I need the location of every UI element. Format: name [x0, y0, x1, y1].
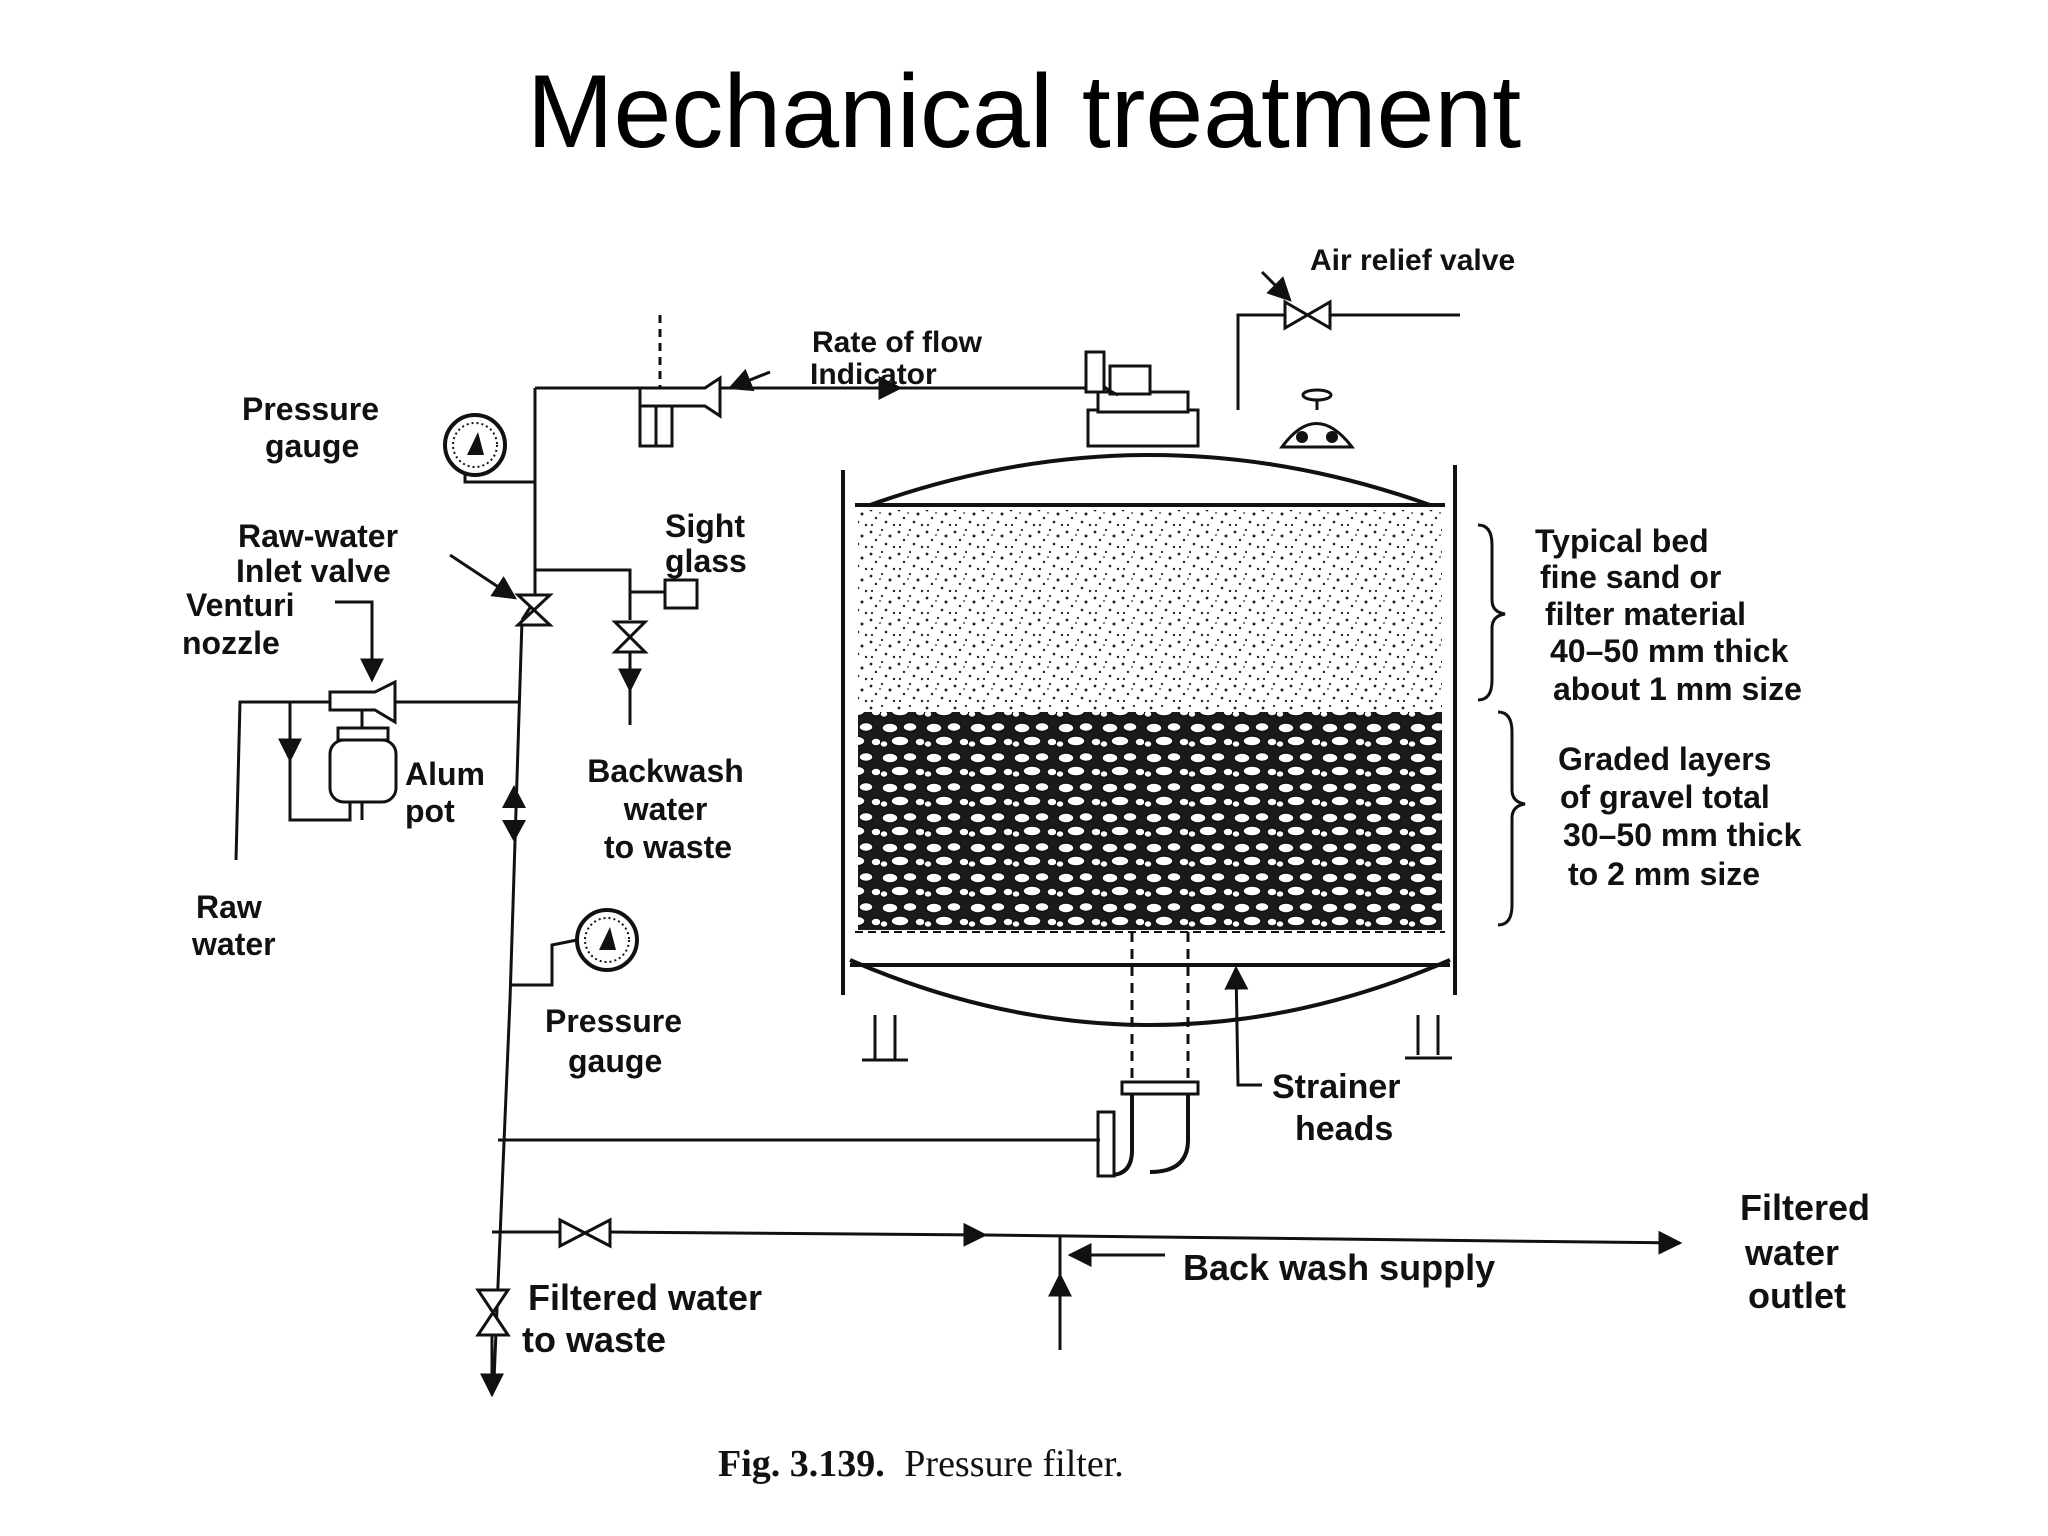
venturi-nozzle-label: Venturi nozzle [182, 587, 303, 661]
strainer-heads-label: Strainer heads [1272, 1068, 1410, 1148]
pressure-gauge-top-icon [443, 413, 507, 477]
slide-title: Mechanical treatment [526, 54, 1522, 170]
tank-top-fittings [1084, 350, 1200, 448]
sight-glass-label: Sight glass [665, 508, 754, 579]
alum-pot-icon [328, 726, 398, 804]
sand-bed-label: Typical bed fine sand or filter material… [1535, 523, 1802, 707]
raw-water-inlet-valve-icon [514, 593, 554, 627]
figure-caption: Fig. 3.139. Pressure filter. [718, 1443, 1124, 1485]
manhole-valve-icon [1279, 388, 1356, 449]
main-vertical-pipe [492, 386, 640, 1381]
alum-pot-label: Alum pot [405, 756, 494, 829]
tank-legs [862, 1015, 1452, 1062]
gravel-bed [858, 712, 1442, 930]
alum-check-valve-icon [502, 785, 526, 842]
pressure-gauge-top-label: Pressure gauge [242, 391, 388, 464]
strainer-pipe [1096, 932, 1200, 1178]
rate-of-flow-indicator-icon [638, 375, 722, 448]
filtered-water-outlet-label: Filtered water outlet [1740, 1187, 1880, 1316]
filtered-water-waste-valve-icon [475, 1288, 511, 1337]
air-relief-valve-icon [1283, 299, 1332, 331]
sand-bed [858, 510, 1442, 710]
raw-water-pipe [234, 700, 330, 861]
air-relief-leader [1260, 270, 1292, 302]
raw-water-inlet-leader [449, 553, 518, 600]
rate-of-flow-label: Rate of flow Indicator [810, 326, 990, 391]
sight-glass-pipe [535, 568, 632, 620]
gravel-bed-label: Graded layers of gravel total 30–50 mm t… [1558, 741, 1810, 892]
sight-glass-icon [663, 578, 699, 610]
air-relief-valve-label: Air relief valve [1310, 244, 1515, 277]
strainer-leader [1224, 965, 1262, 1087]
filter-tank [841, 453, 1457, 1027]
raw-water-label: Raw water [191, 889, 276, 962]
pressure-gauge-bottom-icon [575, 908, 639, 972]
venturi-nozzle-icon [328, 679, 397, 728]
raw-water-inlet-label: Raw-water Inlet valve [236, 518, 407, 589]
rate-of-flow-leader [727, 368, 771, 392]
filtered-water-waste-label: Filtered water to waste [522, 1277, 772, 1360]
backwash-waste-label: Backwash water to waste [587, 753, 752, 865]
air-relief-pipe [1236, 313, 1285, 410]
pressure-gauge-bottom-label: Pressure gauge [545, 1003, 691, 1079]
backwash-valve-icon [558, 1217, 612, 1249]
sand-brace [1477, 523, 1506, 702]
gravel-brace [1497, 710, 1526, 927]
back-wash-supply-label: Back wash supply [1183, 1247, 1495, 1288]
backwash-waste-valve-icon [611, 620, 649, 654]
